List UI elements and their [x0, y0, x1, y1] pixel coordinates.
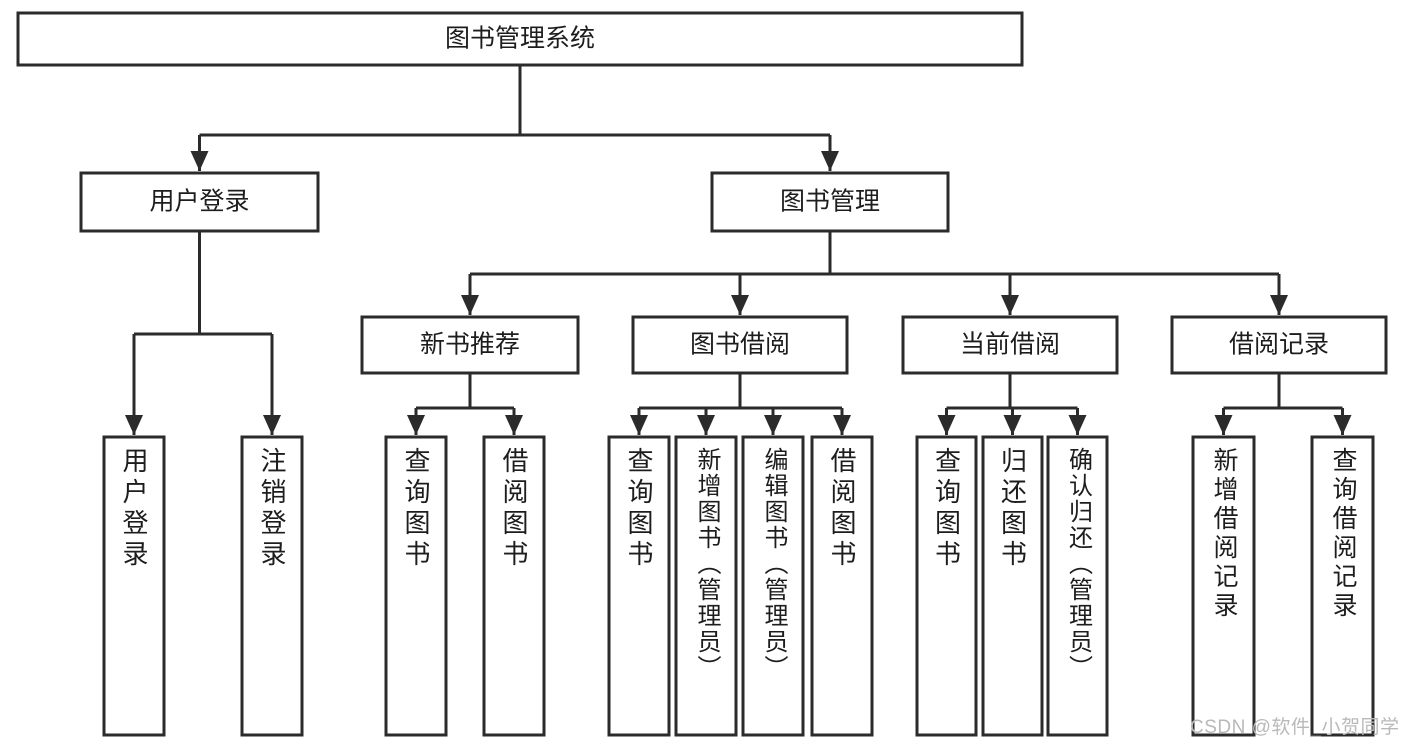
- arrow-head-icon: [833, 415, 851, 435]
- leaf-node-7-借阅图书[interactable]: [810, 435, 874, 737]
- arrow-head-icon: [407, 415, 425, 435]
- arrow-head-icon: [125, 415, 143, 435]
- node-level3-当前借阅[interactable]: 当前借阅: [901, 315, 1119, 375]
- arrow-head-icon: [505, 415, 523, 435]
- node-level2-用户登录[interactable]: 用户登录: [79, 171, 320, 233]
- arrow-head-icon: [821, 151, 839, 171]
- leaf-node-12-查询借阅记录[interactable]: [1310, 435, 1375, 737]
- leaf-node-6-编辑图书（管理员）[interactable]: [741, 435, 805, 737]
- node-label: 新书推荐: [420, 331, 520, 359]
- arrow-head-icon: [731, 295, 749, 315]
- node-label: 图书借阅: [690, 331, 790, 359]
- arrow-head-icon: [1003, 415, 1022, 435]
- node-root-图书管理系统[interactable]: 图书管理系统: [16, 11, 1024, 67]
- node-label: 图书管理系统: [445, 25, 595, 53]
- connector-layer: [125, 65, 1352, 435]
- arrow-head-icon: [190, 151, 209, 171]
- leaf-node-4-查询图书[interactable]: [607, 435, 671, 737]
- arrow-head-icon: [1270, 295, 1288, 315]
- leaf-node-8-查询图书[interactable]: [915, 435, 978, 737]
- arrow-head-icon: [937, 415, 956, 435]
- arrow-head-icon: [1068, 415, 1087, 435]
- arrow-head-icon: [764, 415, 782, 435]
- arrow-head-icon: [1214, 415, 1233, 435]
- arrow-head-icon: [263, 415, 281, 435]
- leaf-node-2-查询图书[interactable]: [384, 435, 448, 737]
- node-level3-借阅记录[interactable]: 借阅记录: [1170, 315, 1388, 375]
- leaf-node-0-用户登录[interactable]: [102, 435, 166, 737]
- node-label: 用户登录: [149, 188, 249, 216]
- node-label: 图书管理: [780, 188, 880, 216]
- leaf-node-5-新增图书（管理员）[interactable]: [674, 435, 738, 737]
- csdn-watermark: CSDN @软件_小贺同学: [1190, 717, 1400, 738]
- node-level3-图书借阅[interactable]: 图书借阅: [631, 315, 849, 375]
- leaf-node-1-注销登录[interactable]: [240, 435, 304, 737]
- leaf-node-9-归还图书[interactable]: [981, 435, 1044, 737]
- arrow-head-icon: [461, 295, 479, 315]
- arrow-head-icon: [697, 415, 715, 435]
- arrow-head-icon: [630, 415, 648, 435]
- arrow-head-icon: [1001, 295, 1019, 315]
- arrow-head-icon: [1333, 415, 1352, 435]
- node-label: 借阅记录: [1229, 331, 1329, 359]
- leaf-node-10-确认归还（管理员）[interactable]: [1046, 435, 1109, 737]
- leaf-node-11-新增借阅记录[interactable]: [1191, 435, 1256, 737]
- node-level2-图书管理[interactable]: 图书管理: [710, 171, 950, 233]
- node-label: 当前借阅: [960, 331, 1060, 359]
- leaf-node-3-借阅图书[interactable]: [482, 435, 546, 737]
- node-level3-新书推荐[interactable]: 新书推荐: [360, 315, 580, 375]
